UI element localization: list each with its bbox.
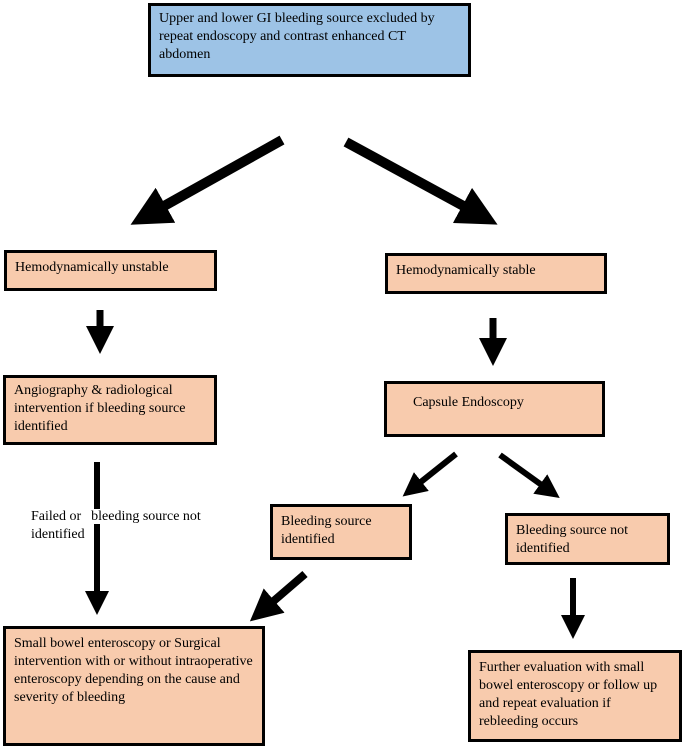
node-capsule-text: Capsule Endoscopy xyxy=(413,395,524,410)
node-angiography: Angiography & radiological intervention … xyxy=(3,375,217,445)
edge-label-failed-part3: identified xyxy=(31,527,85,542)
node-not-identified-text: Bleeding source not identified xyxy=(516,523,628,556)
arrow-top-to-unstable xyxy=(130,135,285,225)
edge-label-failed: Failed or bleeding source not identified xyxy=(31,508,241,544)
node-bleeding-source-identified: Bleeding source identified xyxy=(270,504,412,560)
edge-label-failed-part2: bleeding source not xyxy=(91,509,201,524)
node-further-evaluation: Further evaluation with small bowel ente… xyxy=(468,650,682,742)
node-hemodynamically-stable: Hemodynamically stable xyxy=(385,253,607,294)
arrow-capsule-to-not-identified xyxy=(498,452,560,499)
node-start-text: Upper and lower GI bleeding source exclu… xyxy=(159,11,435,62)
node-hemodynamically-unstable: Hemodynamically unstable xyxy=(4,250,217,291)
node-unstable-text: Hemodynamically unstable xyxy=(15,260,169,275)
arrow-identified-to-small-bowel xyxy=(249,570,308,622)
edge-label-failed-part1: Failed or xyxy=(31,509,82,524)
arrow-top-to-stable xyxy=(343,137,498,225)
node-small-bowel-enteroscopy: Small bowel enteroscopy or Surgical inte… xyxy=(3,626,265,746)
node-further-text: Further evaluation with small bowel ente… xyxy=(479,660,658,729)
node-small-bowel-text: Small bowel enteroscopy or Surgical inte… xyxy=(14,636,253,705)
node-stable-text: Hemodynamically stable xyxy=(396,263,536,278)
node-capsule-endoscopy: Capsule Endoscopy xyxy=(384,381,605,437)
node-identified-text: Bleeding source identified xyxy=(281,514,372,547)
node-bleeding-source-not-identified: Bleeding source not identified xyxy=(505,513,670,565)
arrow-capsule-to-identified xyxy=(402,451,458,497)
node-angiography-text: Angiography & radiological intervention … xyxy=(14,383,186,434)
node-start: Upper and lower GI bleeding source exclu… xyxy=(148,3,471,77)
